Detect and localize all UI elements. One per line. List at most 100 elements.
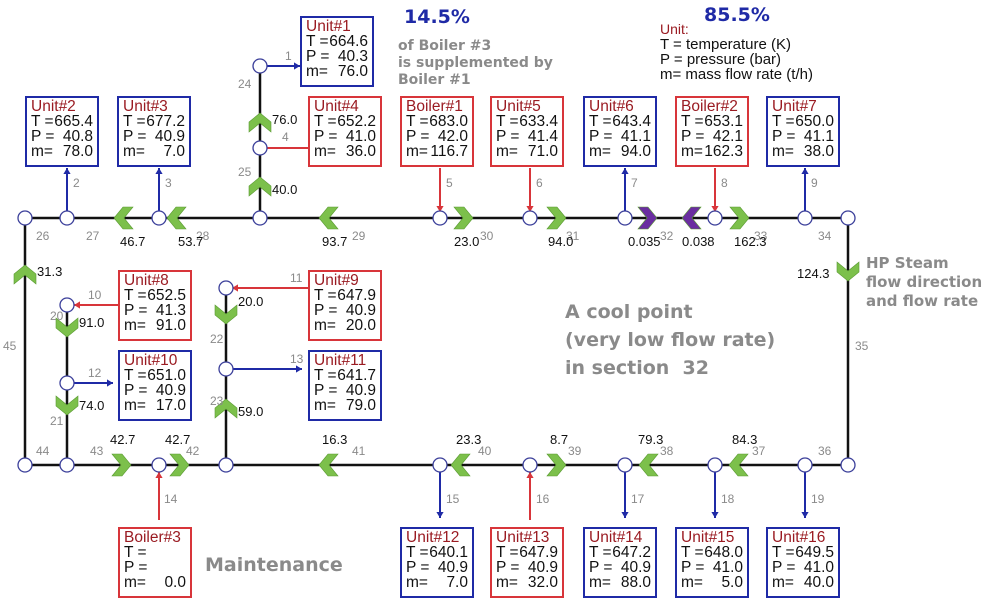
- unit-field-label: P =: [589, 128, 613, 145]
- section-label-30: 30: [480, 229, 494, 243]
- section-flow-20: 91.0: [79, 315, 104, 330]
- section-label-29: 29: [352, 229, 366, 243]
- unit-field-temperature: T =647.9: [496, 545, 558, 561]
- unit-field-value: 664.6: [329, 33, 368, 50]
- section-flow-24: 76.0: [272, 112, 297, 127]
- unit-field-label: T =: [589, 544, 612, 561]
- arrowhead-icon: [232, 284, 238, 292]
- section-flow-37: 84.3: [732, 432, 757, 447]
- unit-field-pressure: P = 41.3: [124, 302, 186, 319]
- branch-label-11: 11: [290, 271, 303, 285]
- arrowhead-icon: [436, 512, 444, 518]
- section-flow-31: 94.0: [548, 234, 573, 249]
- section-flow-39: 8.7: [550, 432, 568, 447]
- flow-chevron-icon: [681, 206, 702, 230]
- unit-name: Unit#6: [589, 98, 634, 115]
- unit-field-label: P =: [772, 128, 796, 145]
- section-label-45: 45: [3, 339, 17, 353]
- junction-node: [617, 210, 633, 226]
- branch-label-18: 18: [721, 492, 735, 506]
- unit-field-pressure: P =42.1: [681, 128, 743, 145]
- junction-node: [432, 210, 448, 226]
- unit-field-value: 20.0: [345, 317, 376, 334]
- unit-field-temperature: T =647.9: [314, 288, 376, 304]
- arrowhead-icon: [294, 62, 300, 70]
- flow-chevron-icon: [113, 206, 134, 230]
- unit-field-value: 91.0: [155, 317, 186, 334]
- junction-node: [797, 457, 813, 473]
- branch-label-12: 12: [88, 366, 102, 380]
- unit-field-value: 41.3: [155, 302, 186, 319]
- junction-node: [522, 210, 538, 226]
- section-label-23: 23: [210, 394, 224, 408]
- unit-name: Unit#14: [589, 529, 643, 546]
- unit-field-value: 677.2: [146, 113, 185, 130]
- unit-field-pressure: P =40.9: [406, 559, 468, 576]
- unit-field-value: 650.0: [795, 113, 834, 130]
- junction-node: [218, 457, 234, 473]
- unit-field-label: P =: [314, 128, 338, 145]
- unit-name: Unit#10: [124, 352, 178, 369]
- unit-field-pressure: P =42.0: [406, 129, 468, 145]
- section-flow-43: 42.7: [110, 432, 135, 447]
- arrowhead-icon: [711, 512, 719, 518]
- flow-chevron-icon: [55, 395, 79, 416]
- section-label-26: 26: [36, 229, 50, 243]
- unit-field-value: 78.0: [62, 143, 93, 160]
- unit-name: Unit#1: [306, 18, 351, 35]
- unit-field-value: 38.0: [803, 143, 834, 160]
- unit-name: Boiler#3: [124, 529, 181, 546]
- branch-label-17: 17: [631, 492, 645, 506]
- supplement-note-line: Boiler #1: [398, 72, 471, 88]
- unit-field-value: 651.0: [147, 367, 186, 384]
- junction-node: [59, 457, 75, 473]
- unit-field-value: 5.0: [721, 574, 743, 591]
- unit-field-mass-flow: m=76.0: [306, 64, 368, 80]
- unit-field-value: 652.2: [337, 113, 376, 130]
- unit-field-label: T =: [589, 113, 612, 130]
- branch-label-10: 10: [88, 288, 102, 302]
- unit-field-label: P =: [406, 559, 430, 576]
- section-label-22: 22: [210, 332, 224, 346]
- unit-field-temperature: T =683.0: [406, 114, 468, 130]
- unit-field-value: 42.1: [712, 128, 743, 145]
- section-flow-21: 74.0: [79, 398, 104, 413]
- unit-field-label: m=: [772, 143, 794, 160]
- legend-title: Unit:: [660, 21, 689, 37]
- unit-field-label: m=: [772, 574, 794, 591]
- unit-field-temperature: T =649.5: [772, 544, 834, 561]
- unit-field-mass-flow: m=40.0: [772, 574, 834, 591]
- unit-field-value: 32.0: [527, 574, 558, 591]
- unit-field-label: m=: [681, 574, 703, 591]
- unit-name: Unit#9: [314, 272, 359, 289]
- unit-field-pressure: P =40.9: [314, 383, 376, 399]
- unit-name: Unit#5: [496, 98, 541, 115]
- unit-field-value: 94.0: [620, 143, 651, 160]
- section-label-40: 40: [478, 444, 492, 458]
- unit-field-label: P =: [496, 559, 520, 576]
- unit-field-mass-flow: m=20.0: [314, 317, 376, 334]
- unit-field-label: m=: [496, 143, 518, 160]
- section-flow-42: 42.7: [165, 432, 190, 447]
- arrowhead-icon: [296, 365, 302, 373]
- unit-field-temperature: T =650.0: [772, 113, 834, 130]
- unit-field-temperature: T =641.7: [314, 368, 376, 384]
- unit-field-mass-flow: m=88.0: [589, 575, 651, 591]
- junction-node: [252, 58, 268, 74]
- unit-field-mass-flow: m=7.0: [406, 575, 468, 591]
- unit-field-value: 648.0: [704, 544, 743, 561]
- junction-node: [432, 457, 448, 473]
- unit-field-label: P =: [124, 302, 148, 319]
- unit-field-label: T =: [772, 544, 795, 561]
- unit-field-temperature: T =652.5: [124, 288, 186, 304]
- junction-node: [59, 375, 75, 391]
- unit-field-label: T =: [124, 367, 147, 384]
- junction-node: [17, 210, 33, 226]
- unit-name: Boiler#1: [406, 98, 463, 115]
- unit-name: Unit#2: [31, 98, 76, 115]
